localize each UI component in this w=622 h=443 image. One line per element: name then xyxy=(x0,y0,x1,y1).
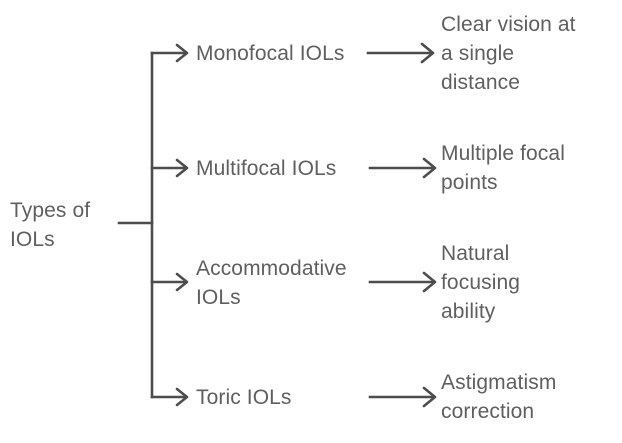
outcome-arrowhead-3 xyxy=(422,271,437,293)
outcome-label-monofocal: Clear vision at a single distance xyxy=(441,13,576,94)
outcome-label-toric: Astigmatism correction xyxy=(441,371,557,423)
outcome-arrowhead-4 xyxy=(422,386,437,408)
branch-label-multifocal: Multifocal IOLs xyxy=(196,157,337,180)
branch-label-accommodative: Accommodative IOLs xyxy=(196,257,347,309)
outcome-label-multifocal: Multiple focal points xyxy=(441,142,565,194)
branch-arrowhead-4 xyxy=(175,387,189,407)
outcome-arrowhead-2 xyxy=(422,157,437,179)
outcome-label-accommodative: Natural focusing ability xyxy=(441,242,521,323)
branch-arrowhead-1 xyxy=(175,43,189,63)
branch-label-monofocal: Monofocal IOLs xyxy=(196,42,345,65)
outcome-arrowhead-1 xyxy=(420,42,435,64)
branch-label-toric: Toric IOLs xyxy=(196,386,292,409)
root-node-label: Types of IOLs xyxy=(10,199,91,251)
branch-arrowhead-2 xyxy=(175,158,189,178)
branch-arrowhead-3 xyxy=(175,272,189,292)
